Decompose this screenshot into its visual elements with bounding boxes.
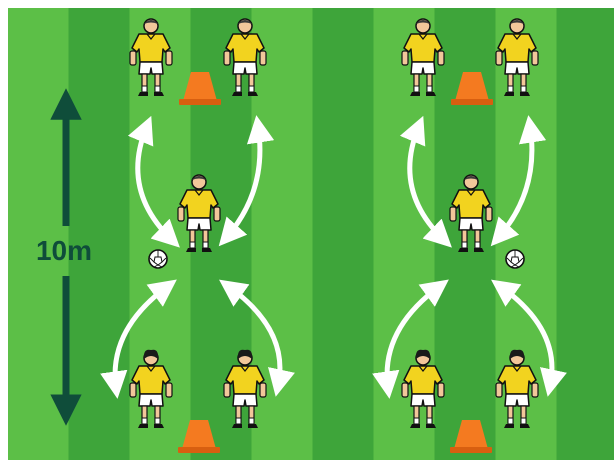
player-sock: [427, 86, 432, 92]
player-shorts: [411, 394, 435, 406]
player-arm: [224, 51, 230, 65]
pitch-stripe: [557, 8, 614, 460]
player-sock: [249, 418, 254, 424]
player-shorts: [233, 62, 257, 74]
player-sock: [236, 418, 241, 424]
player-arm: [496, 51, 502, 65]
player-shorts: [139, 62, 163, 74]
player-sock: [475, 242, 480, 248]
player-arm: [178, 207, 184, 221]
player-sock: [236, 86, 241, 92]
player-sock: [203, 242, 208, 248]
player-arm: [450, 207, 456, 221]
player-shorts: [411, 62, 435, 74]
player-sock: [414, 86, 419, 92]
player-arm: [260, 51, 266, 65]
player-sock: [190, 242, 195, 248]
player-arm: [402, 383, 408, 397]
player-sock: [462, 242, 467, 248]
player-arm: [166, 383, 172, 397]
pitch-stripe: [69, 8, 130, 460]
player-arm: [532, 383, 538, 397]
player-sock: [521, 86, 526, 92]
player-sock: [414, 418, 419, 424]
player-arm: [166, 51, 172, 65]
player-arm: [438, 383, 444, 397]
player-shorts: [505, 62, 529, 74]
player-sock: [521, 418, 526, 424]
cone-base: [179, 99, 221, 105]
ball-icon: [149, 250, 167, 268]
player-shorts: [459, 218, 483, 230]
player-sock: [142, 86, 147, 92]
player-arm: [438, 51, 444, 65]
cone-base: [451, 99, 493, 105]
player-sock: [142, 418, 147, 424]
player-arm: [532, 51, 538, 65]
player-sock: [155, 418, 160, 424]
player-sock: [508, 86, 513, 92]
player-arm: [214, 207, 220, 221]
distance-label: 10m: [36, 235, 92, 266]
cone-base: [450, 447, 492, 453]
player-shorts: [139, 394, 163, 406]
player-shorts: [505, 394, 529, 406]
player-arm: [486, 207, 492, 221]
player-arm: [130, 383, 136, 397]
cone-base: [178, 447, 220, 453]
player-arm: [496, 383, 502, 397]
player-sock: [427, 418, 432, 424]
player-sock: [249, 86, 254, 92]
player-sock: [508, 418, 513, 424]
player-shorts: [233, 394, 257, 406]
player-shorts: [187, 218, 211, 230]
ball-icon: [506, 250, 524, 268]
player-arm: [402, 51, 408, 65]
pitch-stripe: [313, 8, 374, 460]
player-arm: [130, 51, 136, 65]
player-sock: [155, 86, 160, 92]
player-arm: [224, 383, 230, 397]
player-arm: [260, 383, 266, 397]
